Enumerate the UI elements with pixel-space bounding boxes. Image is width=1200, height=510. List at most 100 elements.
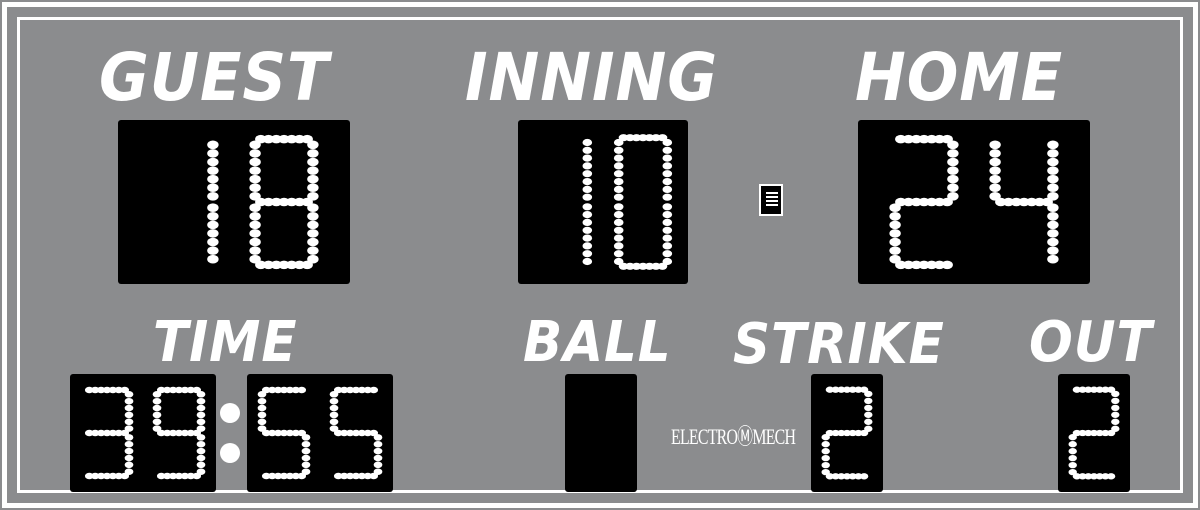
- guest-score-panel: [118, 120, 350, 284]
- led-dot: [613, 242, 624, 250]
- out-digits: [1068, 386, 1120, 480]
- ball-panel: [565, 374, 637, 492]
- led-dot: [207, 157, 219, 167]
- led-dot: [373, 454, 383, 462]
- led-dot: [1111, 404, 1120, 412]
- led-dot: [662, 203, 673, 211]
- led-dot: [373, 440, 383, 448]
- ball-label: BALL: [523, 310, 672, 375]
- led-dot: [1047, 203, 1059, 212]
- led-dot: [1047, 254, 1059, 264]
- led-dot: [207, 212, 219, 221]
- led-dot: [889, 237, 901, 247]
- led-dot: [307, 183, 319, 192]
- led-dot: [613, 211, 624, 219]
- led-dot: [207, 183, 219, 192]
- led-dot: [307, 166, 319, 175]
- strike-panel: [811, 374, 883, 492]
- led-dot: [662, 185, 673, 193]
- led-dot: [262, 134, 275, 144]
- led-dot: [902, 260, 915, 270]
- led-dot: [582, 203, 593, 211]
- led-dot: [902, 197, 915, 207]
- led-dot: [307, 254, 319, 264]
- led-dot: [152, 397, 162, 405]
- led-dot: [249, 149, 261, 158]
- led-dot: [207, 140, 219, 150]
- led-dot: [926, 197, 938, 207]
- led-dot: [947, 174, 959, 184]
- time-seconds-digits: [257, 386, 383, 480]
- led-dot: [947, 157, 959, 167]
- led-dot: [947, 192, 959, 201]
- led-dot: [582, 185, 593, 193]
- led-dot: [947, 149, 959, 158]
- led-dot: [1047, 174, 1059, 184]
- led-dot: [307, 246, 319, 255]
- led-dot: [662, 170, 673, 178]
- led-dot: [889, 220, 901, 230]
- led-dot: [286, 197, 298, 207]
- led-dot: [152, 418, 162, 426]
- led-dot: [249, 157, 261, 167]
- led-dot: [1111, 425, 1120, 432]
- led-dot: [196, 468, 206, 475]
- led-dot: [249, 237, 261, 247]
- led-dot: [257, 411, 267, 419]
- led-dot: [864, 404, 873, 412]
- led-dot: [1026, 197, 1038, 207]
- led-dot: [582, 226, 593, 234]
- led-dot: [307, 140, 319, 150]
- led-dot: [257, 391, 267, 398]
- led-dot: [582, 162, 593, 170]
- led-dot: [1068, 441, 1077, 448]
- led-dot: [124, 468, 134, 475]
- led-dot: [613, 170, 624, 178]
- led-dot: [1047, 220, 1059, 230]
- led-dot: [582, 242, 593, 250]
- led-dot: [662, 250, 673, 258]
- led-dot: [1068, 454, 1077, 462]
- led-dot: [662, 218, 673, 226]
- led-dot: [249, 246, 261, 255]
- led-dot: [1068, 448, 1077, 455]
- led-dot: [662, 226, 673, 234]
- led-dot: [124, 425, 134, 432]
- led-dot: [613, 257, 624, 266]
- led-dot: [301, 454, 311, 462]
- led-dot: [582, 218, 593, 226]
- led-dot: [307, 192, 319, 201]
- led-dot: [196, 425, 206, 432]
- led-dot: [1068, 461, 1077, 469]
- led-dot: [989, 166, 1001, 175]
- led-dot: [662, 242, 673, 250]
- led-dot: [613, 226, 624, 234]
- led-dot: [196, 391, 206, 398]
- led-dot: [249, 229, 261, 238]
- time-colon-bottom-dot: [220, 443, 240, 463]
- inning-panel: [518, 120, 688, 284]
- led-dot: [582, 234, 593, 242]
- led-dot: [613, 178, 624, 186]
- led-dot: [196, 404, 206, 412]
- badge-stripes: [766, 192, 778, 208]
- led-dot: [1111, 411, 1120, 418]
- led-dot: [1047, 212, 1059, 221]
- led-dot: [257, 397, 267, 405]
- led-dot: [947, 183, 959, 192]
- led-dot: [821, 454, 830, 462]
- led-dot: [196, 447, 206, 455]
- led-dot: [613, 138, 624, 147]
- led-dot: [307, 174, 319, 184]
- led-dot: [902, 134, 915, 144]
- led-dot: [207, 149, 219, 158]
- inning-label: INNING: [465, 39, 718, 116]
- led-dot: [196, 434, 206, 441]
- led-dot: [889, 229, 901, 238]
- led-dot: [152, 391, 162, 398]
- led-dot: [286, 134, 298, 144]
- led-dot: [864, 425, 873, 432]
- led-dot: [821, 448, 830, 455]
- led-dot: [124, 411, 134, 419]
